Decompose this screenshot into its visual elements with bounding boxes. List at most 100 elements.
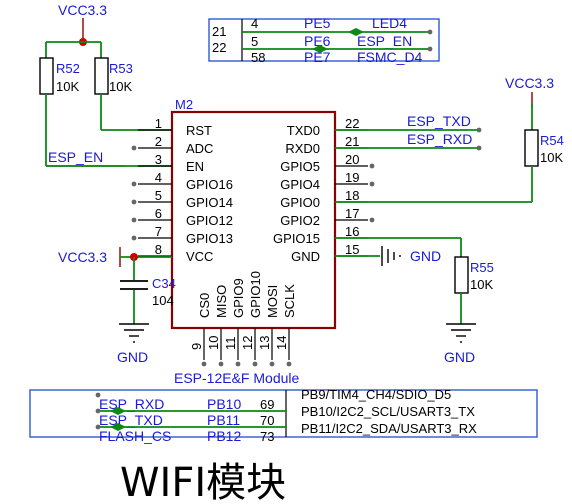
top-snippet-label: ESP_EN xyxy=(357,33,412,49)
module-pin-number: 9 xyxy=(189,343,204,350)
unconnected-pin-dot xyxy=(369,181,375,187)
bottom-snippet-pin: 70 xyxy=(260,413,274,428)
bottom-snippet-func: PB11/I2C2_SDA/USART3_RX xyxy=(301,421,477,436)
connection-dot xyxy=(476,145,482,151)
unconnected-pin-dot xyxy=(131,217,137,223)
bottom-snippet-net: PB10 xyxy=(207,396,241,412)
top-snippet-label: FSMC_D4 xyxy=(357,49,423,65)
module-name: ESP-12E&F Module xyxy=(174,370,299,386)
gnd-label-r55: GND xyxy=(444,349,475,365)
bottom-snippet-label: FLASH_CS xyxy=(99,428,171,444)
module-pin-number: 22 xyxy=(345,116,359,131)
module-pin-name: GPIO9 xyxy=(231,278,246,318)
module-pin-number: 14 xyxy=(274,336,289,350)
module-pin-number: 10 xyxy=(206,336,221,350)
module-pin-name: GPIO10 xyxy=(248,271,263,318)
r52-ref: R52 xyxy=(56,61,80,76)
top-snippet-net: PE5 xyxy=(304,15,331,31)
net-tie-diamond xyxy=(110,423,126,431)
connection-dot xyxy=(95,424,101,430)
connection-dot xyxy=(95,408,101,414)
module-pin-number: 12 xyxy=(240,336,255,350)
bottom-snippet-func: PB9/TIM4_CH4/SDIO_D5 xyxy=(301,387,451,402)
module-pin-name: MISO xyxy=(214,285,229,318)
bottom-snippet-func: PB10/I2C2_SCL/USART3_TX xyxy=(301,404,475,419)
net-label-esp-rxd: ESP_RXD xyxy=(407,131,472,147)
module-right-pins: 22TXD021RXD020GPIO519GPIO418GPIO017GPIO2… xyxy=(273,116,375,264)
connection-dot xyxy=(476,127,482,133)
unconnected-pin-dot xyxy=(369,163,375,169)
decoupling-group: VCC3.3 C34 104 GND xyxy=(58,247,176,365)
vcc-label-left: VCC3.3 xyxy=(58,249,107,265)
top-snippet-pin: 5 xyxy=(251,34,258,49)
module-pin-number: 21 xyxy=(345,134,359,149)
module-pin-number: 4 xyxy=(155,170,162,185)
module-pin-name: CS0 xyxy=(197,293,212,318)
top-snippet-frame xyxy=(208,18,440,62)
resistor-r52 xyxy=(39,57,54,95)
unconnected-pin-dot xyxy=(131,181,137,187)
module-pin-name: GPIO0 xyxy=(280,195,320,210)
module-pin-number: 7 xyxy=(155,224,162,239)
c34-value: 104 xyxy=(152,293,174,308)
unconnected-pin-dot xyxy=(131,235,137,241)
net-label-esp-txd: ESP_TXD xyxy=(407,113,471,129)
connection-dot xyxy=(427,29,433,35)
module-pin-number: 2 xyxy=(155,134,162,149)
module-pin-number: 16 xyxy=(345,224,359,239)
r54-value: 10K xyxy=(540,150,563,165)
module-pin-name: VCC xyxy=(186,249,213,264)
top-snippet-left-num: 21 xyxy=(212,24,226,39)
resistor-r54 xyxy=(524,129,539,167)
gnd-label-cap: GND xyxy=(117,349,148,365)
unconnected-pin-dot xyxy=(369,217,375,223)
module-pin-name: ADC xyxy=(186,141,213,156)
r53-ref: R53 xyxy=(109,61,133,76)
right-side-connections: ESP_TXD ESP_RXD VCC3.3 R54 10K GND R55 1… xyxy=(335,75,564,365)
r55-value: 10K xyxy=(470,277,493,292)
r54-ref: R54 xyxy=(540,133,564,148)
module-pin-number: 8 xyxy=(155,242,162,257)
top-snippet-pin: 58 xyxy=(251,50,265,65)
module-pin-name: SCLK xyxy=(282,284,297,318)
module-pin-name: RXD0 xyxy=(285,141,320,156)
bottom-mcu-snippet: PB9/TIM4_CH4/SDIO_D5 ESP_RXD ESP_TXD FLA… xyxy=(29,387,538,444)
bottom-snippet-net: PB12 xyxy=(207,428,241,444)
top-snippet-net: PE7 xyxy=(304,49,331,65)
bottom-snippet-label: ESP_RXD xyxy=(99,396,164,412)
module-pin-number: 19 xyxy=(345,170,359,185)
unconnected-pin-dot xyxy=(131,145,137,151)
connection-dot xyxy=(95,392,101,398)
bottom-snippet-pin: 69 xyxy=(260,397,274,412)
module-pin-number: 17 xyxy=(345,206,359,221)
r55-ref: R55 xyxy=(470,260,494,275)
net-tie-diamond xyxy=(312,45,328,53)
unconnected-pin-dot xyxy=(201,361,207,367)
module-pin-name: GPIO12 xyxy=(186,213,233,228)
module-pin-name: RST xyxy=(186,123,212,138)
module-pin-number: 3 xyxy=(155,152,162,167)
module-pin-name: GPIO16 xyxy=(186,177,233,192)
module-pin-number: 11 xyxy=(223,337,238,351)
module-pin-name: GPIO5 xyxy=(280,159,320,174)
module-pin-number: 5 xyxy=(155,188,162,203)
module-pin-number: 6 xyxy=(155,206,162,221)
net-tie-diamond xyxy=(348,28,364,36)
module-pin-name: GPIO15 xyxy=(273,231,320,246)
module-pin-number: 18 xyxy=(345,188,359,203)
net-label-esp-en: ESP_EN xyxy=(48,149,103,165)
module-pin-name: GPIO13 xyxy=(186,231,233,246)
bottom-snippet-pin: 73 xyxy=(260,429,274,444)
module-pin-name: GPIO14 xyxy=(186,195,233,210)
top-mcu-snippet: 21 22 4 5 58 PE5 PE6 PE7 LED4 ESP_EN FSM… xyxy=(208,15,440,65)
unconnected-pin-dot xyxy=(286,361,292,367)
bottom-snippet-label: ESP_TXD xyxy=(99,412,163,428)
vcc-label-right: VCC3.3 xyxy=(505,75,554,91)
module-pin-number: 15 xyxy=(345,242,359,257)
unconnected-pin-dot xyxy=(131,199,137,205)
c34-ref: C34 xyxy=(152,276,176,291)
resistor-r53 xyxy=(94,57,109,95)
unconnected-pin-dot xyxy=(269,361,275,367)
module-pin-name: GPIO2 xyxy=(280,213,320,228)
